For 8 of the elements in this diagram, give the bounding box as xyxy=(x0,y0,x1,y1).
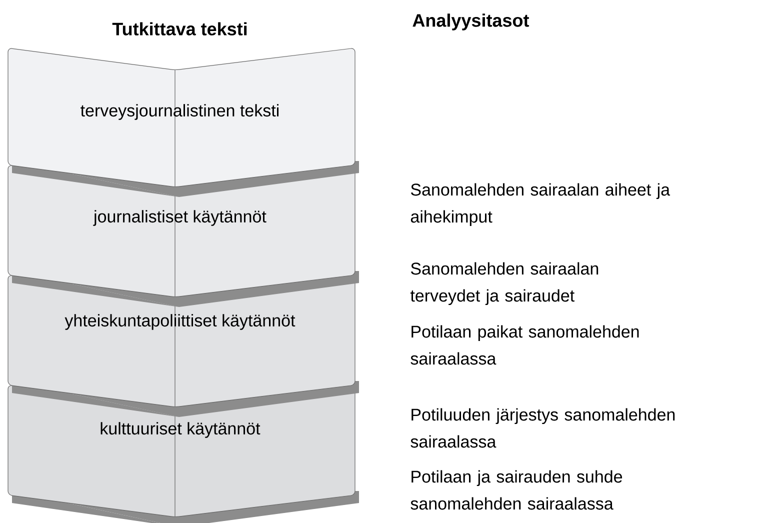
chevron-band: terveysjournalistinen teksti xyxy=(8,48,359,197)
level-label: Potilaan paikat sanomalehden sairaalassa xyxy=(410,325,639,365)
node-label: kulttuuriset käytännöt xyxy=(100,422,260,438)
column-heading: Analyysitasot xyxy=(412,14,530,30)
level-label: Potiluuden järjestys sanomalehden sairaalassa xyxy=(410,408,675,448)
level-label: Sanomalehden sairaalan terveydet ja sairaudet xyxy=(410,262,598,306)
level-label: Sanomalehden sairaalan aiheet ja aihekimput xyxy=(410,183,670,226)
level-label: Potilaan ja sairauden suhde sanomalehden sairaalassa xyxy=(410,470,622,510)
